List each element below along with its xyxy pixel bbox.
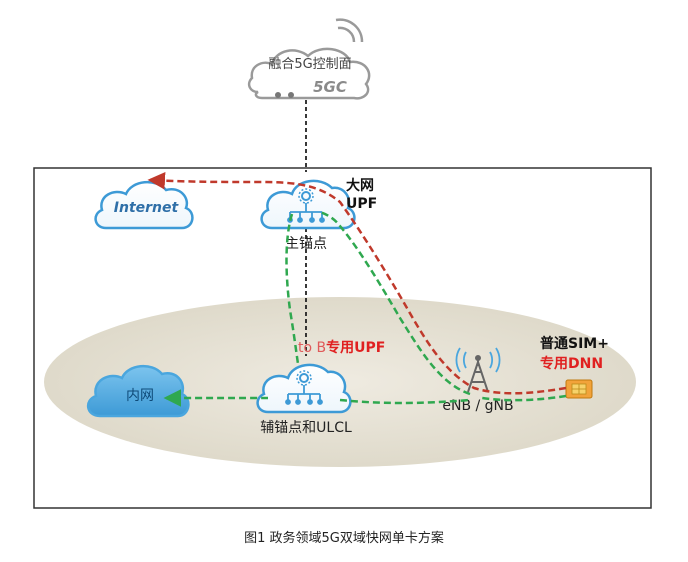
main-upf-title-1: 大网 <box>346 177 374 194</box>
main-upf-title-2: UPF <box>346 196 377 212</box>
base-station-tower-icon <box>455 347 501 393</box>
internet-label: Internet <box>114 200 180 216</box>
network-diagram: 融合5G控制面 5GC Internet 大网 UPF 主锚点 <box>33 18 652 509</box>
bs-to-sub-green-path <box>339 398 471 405</box>
sim-card-icon <box>565 379 593 399</box>
gear-icon <box>296 370 312 386</box>
5gc-label: 5GC <box>313 78 347 96</box>
public-traffic-path <box>147 172 567 395</box>
sim-label-2: 专用DNN <box>540 355 603 372</box>
gear-icon <box>298 188 314 204</box>
tob-upf-label: to B专用UPF <box>298 339 385 356</box>
sim-label-1: 普通SIM+ <box>540 335 609 352</box>
figure-caption: 图1 政务领域5G双域快网单卡方案 <box>244 531 444 546</box>
upf-router-icon <box>285 385 323 405</box>
enterprise-frame <box>33 167 652 509</box>
wireless-signal-icon <box>337 26 356 43</box>
control-plane-cloud <box>247 18 371 100</box>
tob-upf-cloud <box>256 363 352 414</box>
sub-anchor-label: 辅锚点和ULCL <box>260 420 352 436</box>
intranet-label: 内网 <box>126 388 154 404</box>
bs-to-main-green-path <box>319 210 471 396</box>
control-plane-label: 融合5G控制面 <box>268 57 351 72</box>
base-station-label: eNB / gNB <box>442 398 513 414</box>
main-to-sub-green-path <box>285 213 300 365</box>
main-anchor-label: 主锚点 <box>285 236 327 252</box>
